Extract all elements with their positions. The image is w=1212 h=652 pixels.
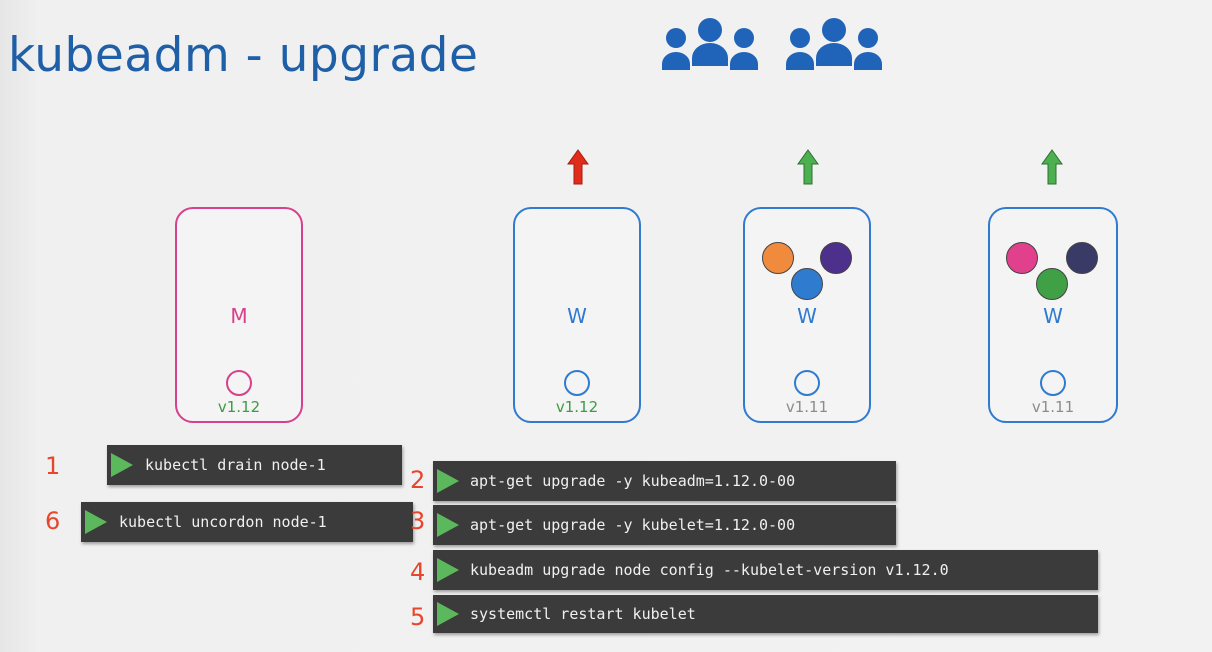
step-number: 6 [45,507,61,535]
master-node: M v1.12 [175,207,303,423]
node-version: v1.11 [1031,398,1075,416]
command-text: apt-get upgrade -y kubeadm=1.12.0-00 [470,472,796,490]
worker-node-2: W v1.11 [743,207,871,423]
step-number: 4 [410,558,426,586]
command-step-5[interactable]: systemctl restart kubelet [433,595,1098,633]
command-step-2[interactable]: apt-get upgrade -y kubeadm=1.12.0-00 [433,461,896,501]
node-version: v1.12 [555,398,599,416]
worker-node-1: W v1.12 [513,207,641,423]
pod-icon [791,268,823,300]
play-icon [437,558,459,582]
kubelet-ring-icon [564,370,590,396]
play-icon [437,602,459,626]
play-icon [85,510,107,534]
node-letter: M [230,304,248,328]
node-version: v1.11 [785,398,829,416]
node-version: v1.12 [217,398,261,416]
command-step-3[interactable]: apt-get upgrade -y kubelet=1.12.0-00 [433,505,896,545]
command-step-6[interactable]: kubectl uncordon node-1 [81,502,413,542]
kubelet-ring-icon [226,370,252,396]
pod-icon [820,242,852,274]
step-number: 2 [410,466,426,494]
step-number: 1 [45,452,61,480]
step-number: 3 [410,507,426,535]
command-step-1[interactable]: kubectl drain node-1 [107,445,402,485]
node-letter: W [1043,304,1063,328]
kubelet-ring-icon [794,370,820,396]
up-arrow-icon [1041,149,1063,185]
command-text: systemctl restart kubelet [470,605,696,623]
worker-node-3: W v1.11 [988,207,1118,423]
step-number: 5 [410,603,426,631]
pod-icon [762,242,794,274]
pod-icon [1006,242,1038,274]
page-title: kubeadm - upgrade [8,28,479,83]
kubelet-ring-icon [1040,370,1066,396]
command-text: kubectl drain node-1 [145,456,326,474]
node-letter: W [797,304,817,328]
pod-icon [1036,268,1068,300]
users-group-icon [662,18,882,70]
up-arrow-icon [567,149,589,185]
command-text: kubeadm upgrade node config --kubelet-ve… [470,561,949,579]
up-arrow-icon [797,149,819,185]
command-text: kubectl uncordon node-1 [119,513,327,531]
play-icon [111,453,133,477]
play-icon [437,469,459,493]
node-letter: W [567,304,587,328]
play-icon [437,513,459,537]
pod-icon [1066,242,1098,274]
command-text: apt-get upgrade -y kubelet=1.12.0-00 [470,516,796,534]
command-step-4[interactable]: kubeadm upgrade node config --kubelet-ve… [433,550,1098,590]
